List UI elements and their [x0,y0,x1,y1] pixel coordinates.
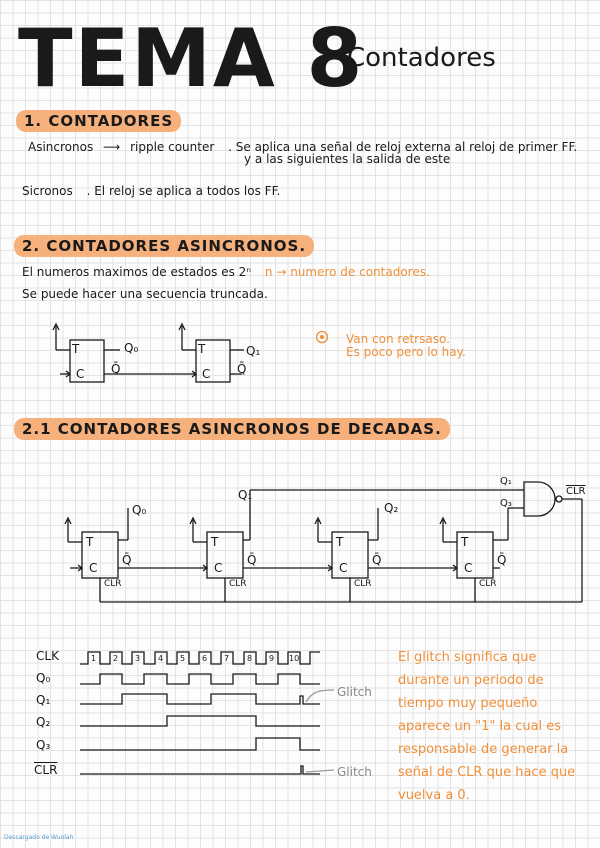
page-subtitle: Contadores [347,43,496,73]
ff-t-label: T [86,535,94,549]
ff-t-label: T [198,342,206,356]
ff-c-label: C [339,561,348,575]
page-title: TEMA 8 [18,12,365,105]
asincronos-line: Asincronos ⟶ ripple counter . Se aplica … [28,139,577,155]
pulse-number: 8 [247,654,252,663]
timing-label-q0: Q₀ [36,671,51,685]
timing-diagram: 1 2 3 4 5 6 7 8 9 10 [80,651,335,775]
ff-c-label: C [464,561,473,575]
pulse-number: 9 [269,654,274,663]
sincronos-desc: . El reloj se aplica a todos los FF. [86,184,281,198]
asincronos-desc-2: y a las siguientes la salida de este [244,152,451,166]
pulse-number: 6 [202,654,207,663]
note-bullet-icon [315,330,329,344]
ff-qbar-label: Q̄ [122,553,132,567]
ff-t-label: T [211,535,219,549]
timing-label-clk: CLK [36,649,59,663]
pulse-number: 2 [113,654,118,663]
timing-label-q1: Q₁ [36,693,51,707]
asincronos-label: Asincronos [28,140,94,154]
timing-label-q3: Q₃ [36,738,51,752]
ff-t-label: T [72,342,80,356]
pulse-number: 1 [91,654,96,663]
arrow-icon: ⟶ [103,140,121,154]
ff-qbar-label: Q̄ [372,553,382,567]
q0-label: Q₀ [124,341,139,355]
timing-label-q2: Q₂ [36,715,51,729]
asincronos-desc-1: . Se aplica una señal de reloj externa a… [228,140,578,154]
pulse-number: 7 [224,654,229,663]
footer-watermark: Descargado de Wuolah [4,834,74,841]
ff-t-label: T [336,535,344,549]
delay-note-1: Van con retrsaso. [346,332,450,346]
ff-c-label: C [214,561,223,575]
ff-t-label: T [461,535,469,549]
section-2-line-2: Se puede hacer una secuencia truncada. [22,287,268,301]
pulse-number: 5 [180,654,185,663]
q1-label: Q₁ [238,488,253,502]
gate-clr-output-label: CLR [566,486,586,497]
sincronos-line: Sicronos . El reloj se aplica a todos lo… [22,183,280,199]
ff-c-label: C [76,367,85,381]
ff-qbar-label: Q̄ [111,362,121,376]
sincronos-label: Sicronos [22,184,73,198]
q2-label: Q₂ [384,501,399,515]
gate-q1-label: Q₁ [500,476,512,487]
clr-label: CLR [104,579,122,589]
section-2-line-1: El numeros maximos de estados es 2ⁿ n → … [22,264,430,280]
ff-box [195,339,231,383]
clr-label: CLR [479,579,497,589]
decade-counter-circuit [64,481,583,603]
max-states-text: El numeros maximos de estados es 2ⁿ [22,265,252,279]
q0-label: Q₀ [132,503,147,517]
n-definition: n → numero de contadores. [264,265,430,279]
section-1-heading: 1. CONTADORES [16,110,182,132]
ff-box [69,339,105,383]
q1-label: Q₁ [246,344,261,358]
gate-q3-label: Q₃ [500,498,512,509]
pulse-number: 4 [158,654,163,663]
clk-pulse-numbers: 1 2 3 4 5 6 7 8 9 10 [91,654,299,663]
asincronos-term: ripple counter [130,140,215,154]
pulse-number: 3 [135,654,140,663]
clr-label: CLR [354,579,372,589]
section-2-heading: 2. CONTADORES ASINCRONOS. [14,235,315,257]
ff-qbar-label: Q̄ [497,553,507,567]
pulse-number: 10 [289,654,299,663]
ff-c-label: C [89,561,98,575]
clr-label: CLR [229,579,247,589]
glitch-label-clr: Glitch [337,765,372,779]
ff-c-label: C [202,367,211,381]
ff-qbar-label: Q̄ [237,362,247,376]
two-ff-circuit [52,322,244,383]
section-2-1-heading: 2.1 CONTADORES ASINCRONOS DE DECADAS. [14,418,450,440]
glitch-label-q1: Glitch [337,685,372,699]
timing-label-clr: CLR [34,763,58,777]
delay-note-2: Es poco pero lo hay. [346,345,466,359]
ff-qbar-label: Q̄ [247,553,257,567]
glitch-explanation: El glitch significa que durante un perio… [398,650,576,803]
